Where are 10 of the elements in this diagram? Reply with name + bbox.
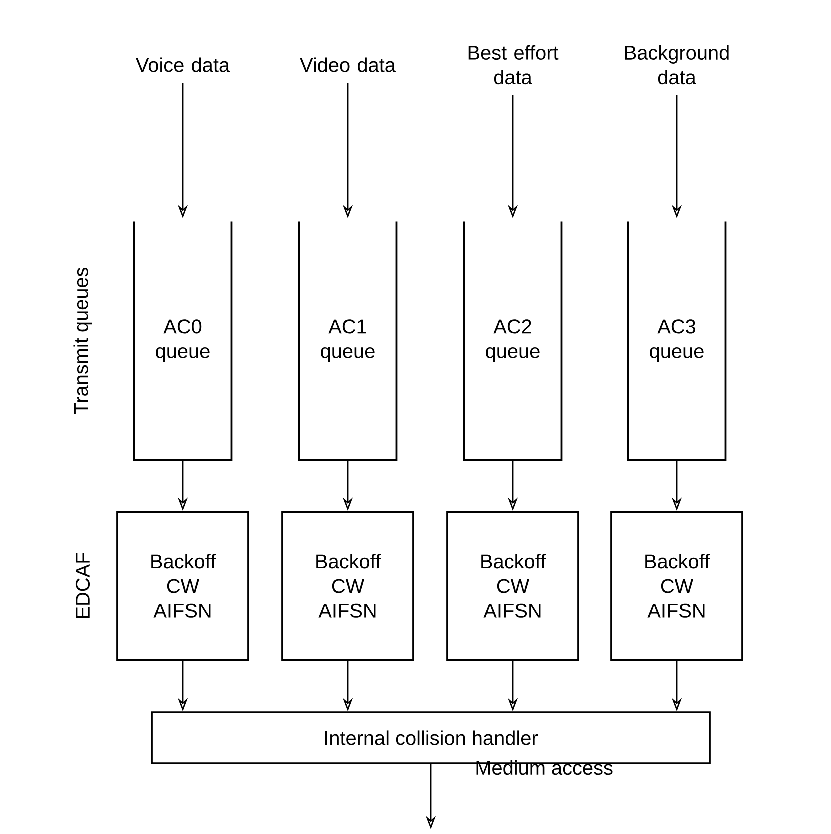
data-label: Voice data <box>136 58 230 72</box>
process-box: Backoff CW AIFSN <box>282 511 414 661</box>
data-label: Best effort data <box>468 45 559 85</box>
data-label: Video data <box>300 58 396 72</box>
process-box: Backoff CW AIFSN <box>116 511 250 661</box>
side-label: Transmit queues <box>74 268 92 414</box>
data-label: Background data <box>626 45 729 85</box>
process-box: Backoff CW AIFSN <box>610 511 744 661</box>
side-label: EDCAF <box>76 553 90 618</box>
process-box: Backoff CW AIFSN <box>446 511 580 661</box>
